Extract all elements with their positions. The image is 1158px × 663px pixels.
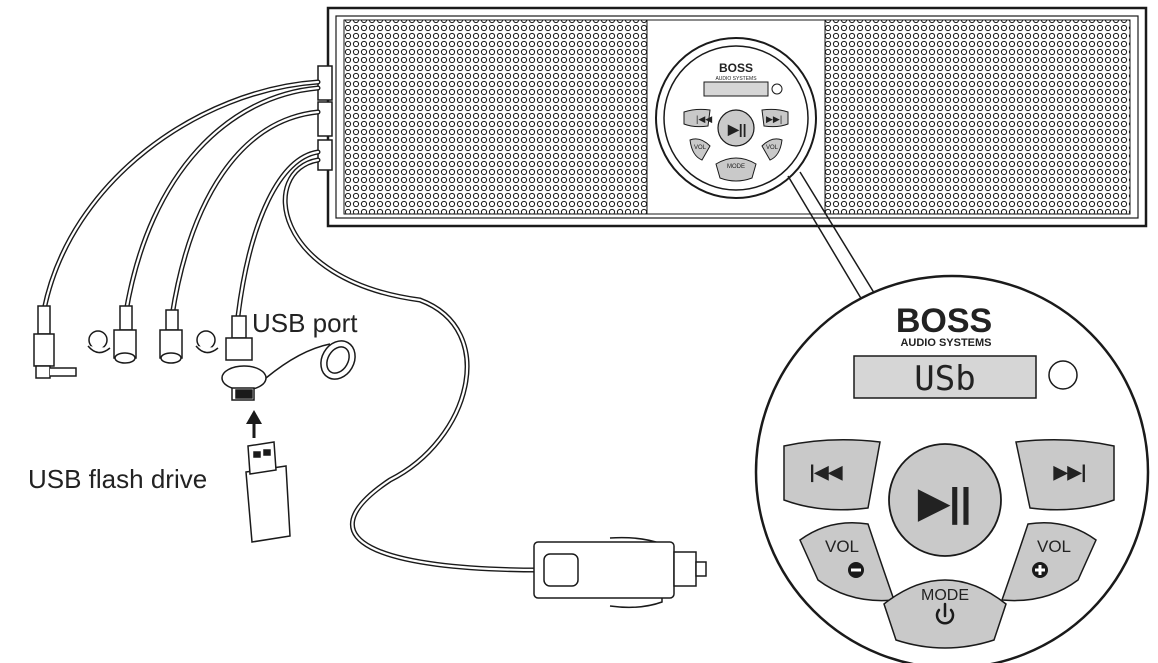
volume-down-label: VOL <box>825 537 859 556</box>
usb-socket <box>235 389 253 399</box>
connector-rca-3 <box>159 309 219 364</box>
svg-text:▶||: ▶|| <box>727 121 747 137</box>
svg-text:VOL: VOL <box>766 145 779 151</box>
next-track-button[interactable]: ▶▶| <box>1015 439 1115 511</box>
small-brand-sub: AUDIO SYSTEMS <box>715 76 757 82</box>
lighter-plug <box>533 536 707 609</box>
usb-port-label: USB port <box>252 308 358 338</box>
connector-rca-2 <box>87 305 137 364</box>
insert-arrow-icon <box>246 410 262 438</box>
play-pause-icon: ▶|| <box>917 481 971 525</box>
power-icon <box>935 602 955 625</box>
mode-label: MODE <box>921 587 969 604</box>
small-brand-logo: BOSS <box>719 61 753 75</box>
plus-icon <box>1032 562 1048 578</box>
callout-lines <box>787 171 877 301</box>
prev-track-icon: |◀◀ <box>810 462 844 482</box>
lcd-display <box>853 355 1037 399</box>
left-grille <box>343 19 648 215</box>
ir-sensor <box>1048 360 1078 390</box>
mode-power-button[interactable]: MODE <box>883 579 1007 649</box>
usb-port-connector <box>221 315 356 401</box>
usb-flash-drive <box>245 441 291 543</box>
brand-subtitle: AUDIO SYSTEMS <box>900 337 991 349</box>
lcd-text: USb <box>914 359 975 399</box>
connector-rca-1 <box>33 305 77 379</box>
usb-flash-drive-label: USB flash drive <box>28 464 207 494</box>
svg-text:▶▶|: ▶▶| <box>766 114 782 124</box>
cable-port-2 <box>317 101 333 137</box>
svg-text:|◀◀: |◀◀ <box>696 114 712 124</box>
volume-down-button[interactable]: VOL <box>799 521 896 602</box>
play-pause-button[interactable]: ▶|| <box>888 443 1002 557</box>
volume-up-button[interactable]: VOL <box>1000 521 1097 602</box>
prev-track-button[interactable]: |◀◀ <box>783 439 881 511</box>
controller-callout: BOSS AUDIO SYSTEMS USb |◀◀ ▶▶| ▶|| VOL <box>754 274 1150 663</box>
volume-up-label: VOL <box>1037 537 1071 556</box>
next-track-icon: ▶▶| <box>1053 462 1087 482</box>
small-controller: BOSS AUDIO SYSTEMS |◀◀ ▶▶| ▶|| VOL VOL M… <box>655 37 817 199</box>
svg-text:VOL: VOL <box>694 145 707 151</box>
svg-text:MODE: MODE <box>727 164 745 170</box>
minus-icon <box>848 562 864 578</box>
cable-port-3 <box>317 139 333 171</box>
brand-logo: BOSS <box>896 302 992 340</box>
right-grille <box>824 19 1131 215</box>
